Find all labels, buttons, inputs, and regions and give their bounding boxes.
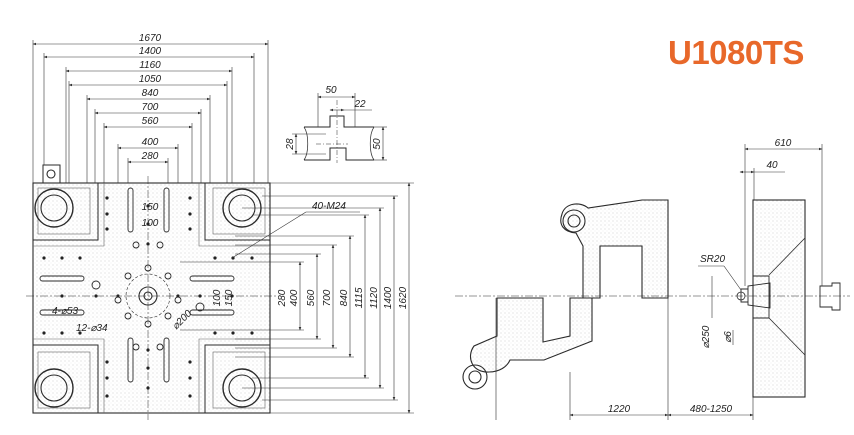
dim-h-1620: 1620	[398, 286, 409, 309]
dim-d250: ⌀250	[701, 325, 712, 348]
platen-width-dims	[32, 40, 269, 183]
side-view	[455, 199, 850, 420]
moving-platen	[752, 199, 806, 398]
slot-dim-50b: 50	[372, 138, 383, 150]
platen-cross-recess	[33, 183, 270, 413]
dim-1050: 1050	[139, 74, 162, 85]
side-view-labels: 610 40 SR20 ⌀250 ⌀6 1220 480-1250	[608, 138, 792, 415]
t-slot-detail: 50 22 28 50	[285, 85, 387, 163]
platen-front-view	[26, 164, 278, 420]
lower-link	[470, 297, 593, 373]
dim-40: 40	[766, 160, 778, 171]
dim-1220: 1220	[608, 404, 631, 415]
dim-h-560: 560	[306, 289, 317, 306]
dim-480-1250: 480-1250	[690, 404, 733, 415]
holes-callout: 4-⌀53	[52, 306, 78, 317]
dim-d6: ⌀6	[723, 331, 734, 343]
t-slots	[39, 187, 235, 383]
platen-width-labels: 1670 1400 1160 1050 840 700 560 400 280 …	[139, 33, 162, 229]
dim-280: 280	[141, 151, 159, 162]
nozzle	[747, 282, 771, 309]
dim-840: 840	[142, 88, 159, 99]
dim-100: 100	[142, 218, 159, 229]
dim-h-400: 400	[289, 289, 300, 306]
thread-callout: 40-M24	[312, 201, 346, 212]
upper-link	[560, 199, 669, 299]
dim-h-700: 700	[322, 289, 333, 306]
holes2-callout: 12-⌀34	[76, 323, 108, 334]
dim-h-1400: 1400	[383, 286, 394, 309]
side-view-dims	[569, 144, 823, 417]
dim-sr20: SR20	[700, 254, 725, 265]
platen-height-dims	[180, 182, 414, 414]
dim-h-840: 840	[339, 289, 350, 306]
dim-h-280: 280	[277, 289, 288, 307]
dim-150: 150	[142, 202, 159, 213]
dim-610: 610	[775, 138, 792, 149]
dim-1670: 1670	[139, 33, 162, 44]
dim-h-1120: 1120	[369, 287, 380, 309]
dim-h-1115: 1115	[354, 287, 365, 308]
slot-dim-28: 28	[285, 138, 296, 151]
dim-560: 560	[142, 116, 159, 127]
dim-1160: 1160	[139, 60, 161, 71]
dim-400: 400	[142, 137, 159, 148]
model-title: U1080TS	[668, 34, 804, 71]
slot-dim-50: 50	[325, 85, 337, 96]
slot-dim-22: 22	[353, 99, 366, 110]
dim-700: 700	[142, 102, 159, 113]
dim-h-150: 150	[224, 289, 235, 306]
dim-1400: 1400	[139, 46, 162, 57]
dim-h-100: 100	[212, 289, 223, 306]
